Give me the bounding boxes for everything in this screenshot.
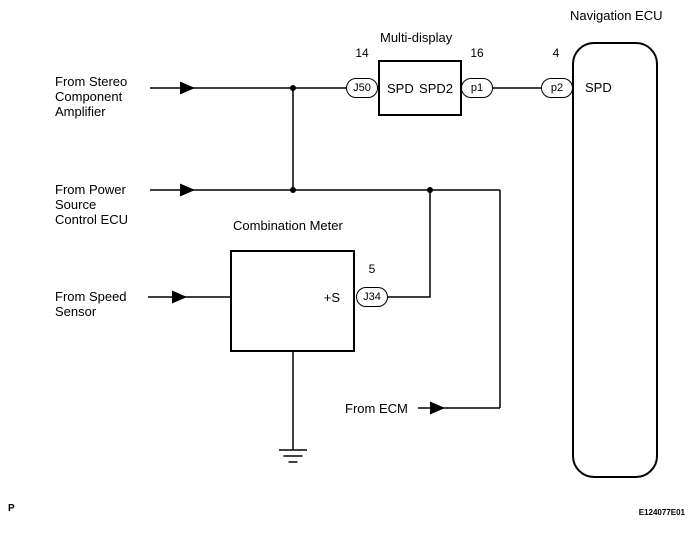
navigation-ecu-pin-spd: SPD [585, 80, 612, 95]
arrow-icon [172, 290, 187, 304]
combination-meter-pin-plus-s: +S [323, 290, 340, 305]
arrow-icon [180, 183, 195, 197]
pin-number-p2: 4 [552, 46, 560, 60]
wire-j34-branch [388, 190, 431, 298]
combination-meter-box: +S [230, 250, 355, 352]
label-from-power-source-control-ecu: From Power Source Control ECU [55, 182, 128, 227]
connector-p1: p1 [461, 78, 493, 98]
junction-dot [427, 187, 433, 193]
pin-number-j34: 5 [368, 262, 376, 276]
connector-p2: p2 [541, 78, 573, 98]
multi-display-pin-spd2: SPD2 [419, 80, 453, 96]
multi-display-pin-spd: SPD [387, 80, 414, 96]
junction-dot [290, 187, 296, 193]
combination-meter-title: Combination Meter [233, 218, 343, 233]
label-from-ecm: From ECM [345, 401, 408, 416]
label-from-speed-sensor: From Speed Sensor [55, 289, 127, 319]
connector-j50: J50 [346, 78, 378, 98]
junction-dot [290, 85, 296, 91]
navigation-ecu-box: SPD [572, 42, 658, 478]
multi-display-box: SPD SPD2 [378, 60, 462, 116]
arrow-icon [430, 401, 445, 415]
pin-number-p1: 16 [470, 46, 484, 60]
document-code: E124077E01 [638, 508, 685, 517]
navigation-ecu-title: Navigation ECU [570, 8, 663, 23]
label-from-stereo-component-amplifier: From Stereo Component Amplifier [55, 74, 128, 119]
page-marker: P [8, 503, 15, 514]
connector-j34: J34 [356, 287, 388, 307]
arrow-icon [180, 81, 195, 95]
pin-number-j50: 14 [355, 46, 369, 60]
multi-display-title: Multi-display [380, 30, 453, 45]
ground-icon [279, 449, 307, 463]
